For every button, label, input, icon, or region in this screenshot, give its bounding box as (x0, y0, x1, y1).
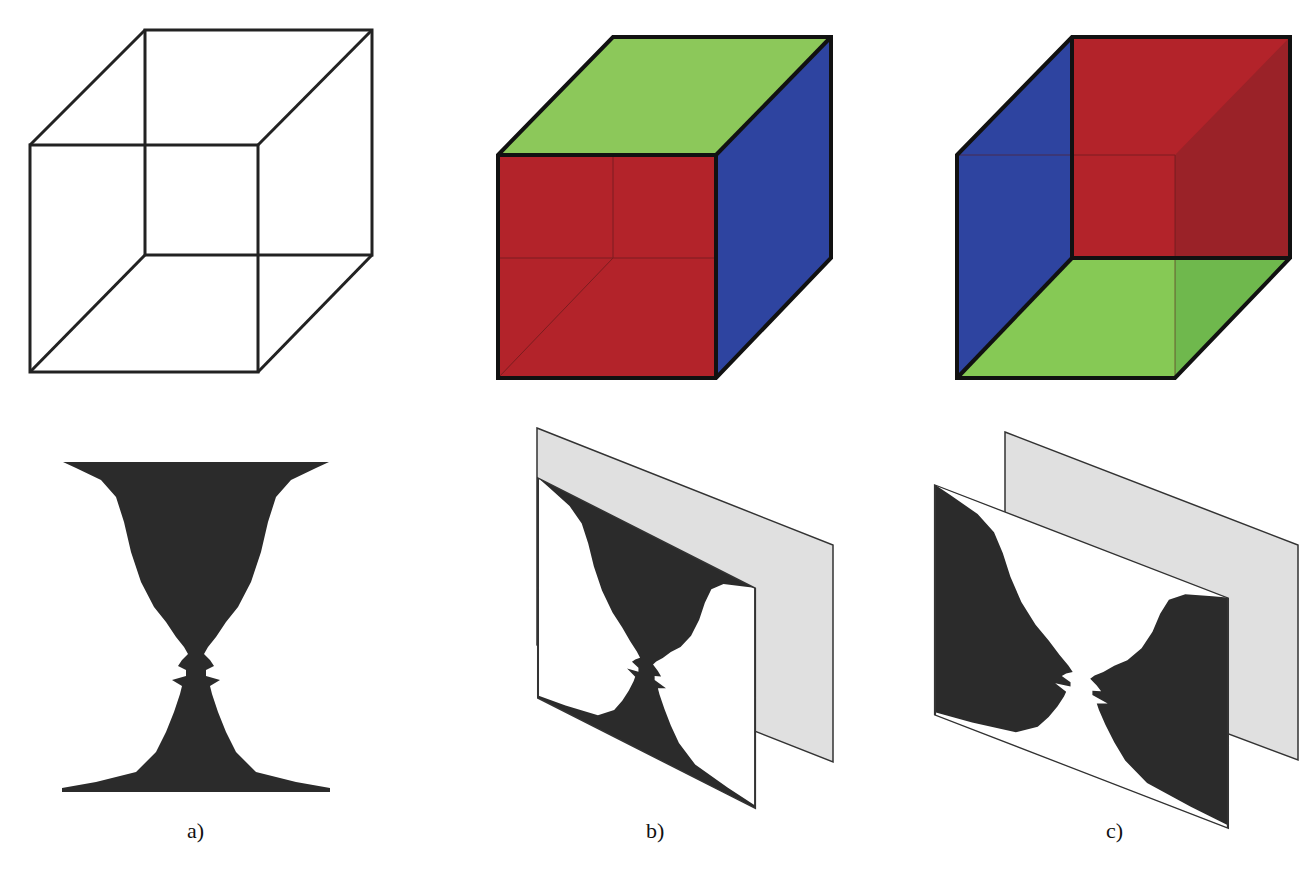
cube-view-from-below (957, 37, 1290, 378)
panel-label: a) (187, 818, 204, 844)
panel-label: b) (646, 818, 664, 844)
vase-planes (537, 428, 833, 808)
panel-label: c) (1106, 818, 1123, 844)
face-planes (935, 432, 1298, 828)
rubin-vase (62, 462, 330, 792)
necker-cube (30, 30, 372, 372)
cube-view-from-above (498, 37, 831, 378)
